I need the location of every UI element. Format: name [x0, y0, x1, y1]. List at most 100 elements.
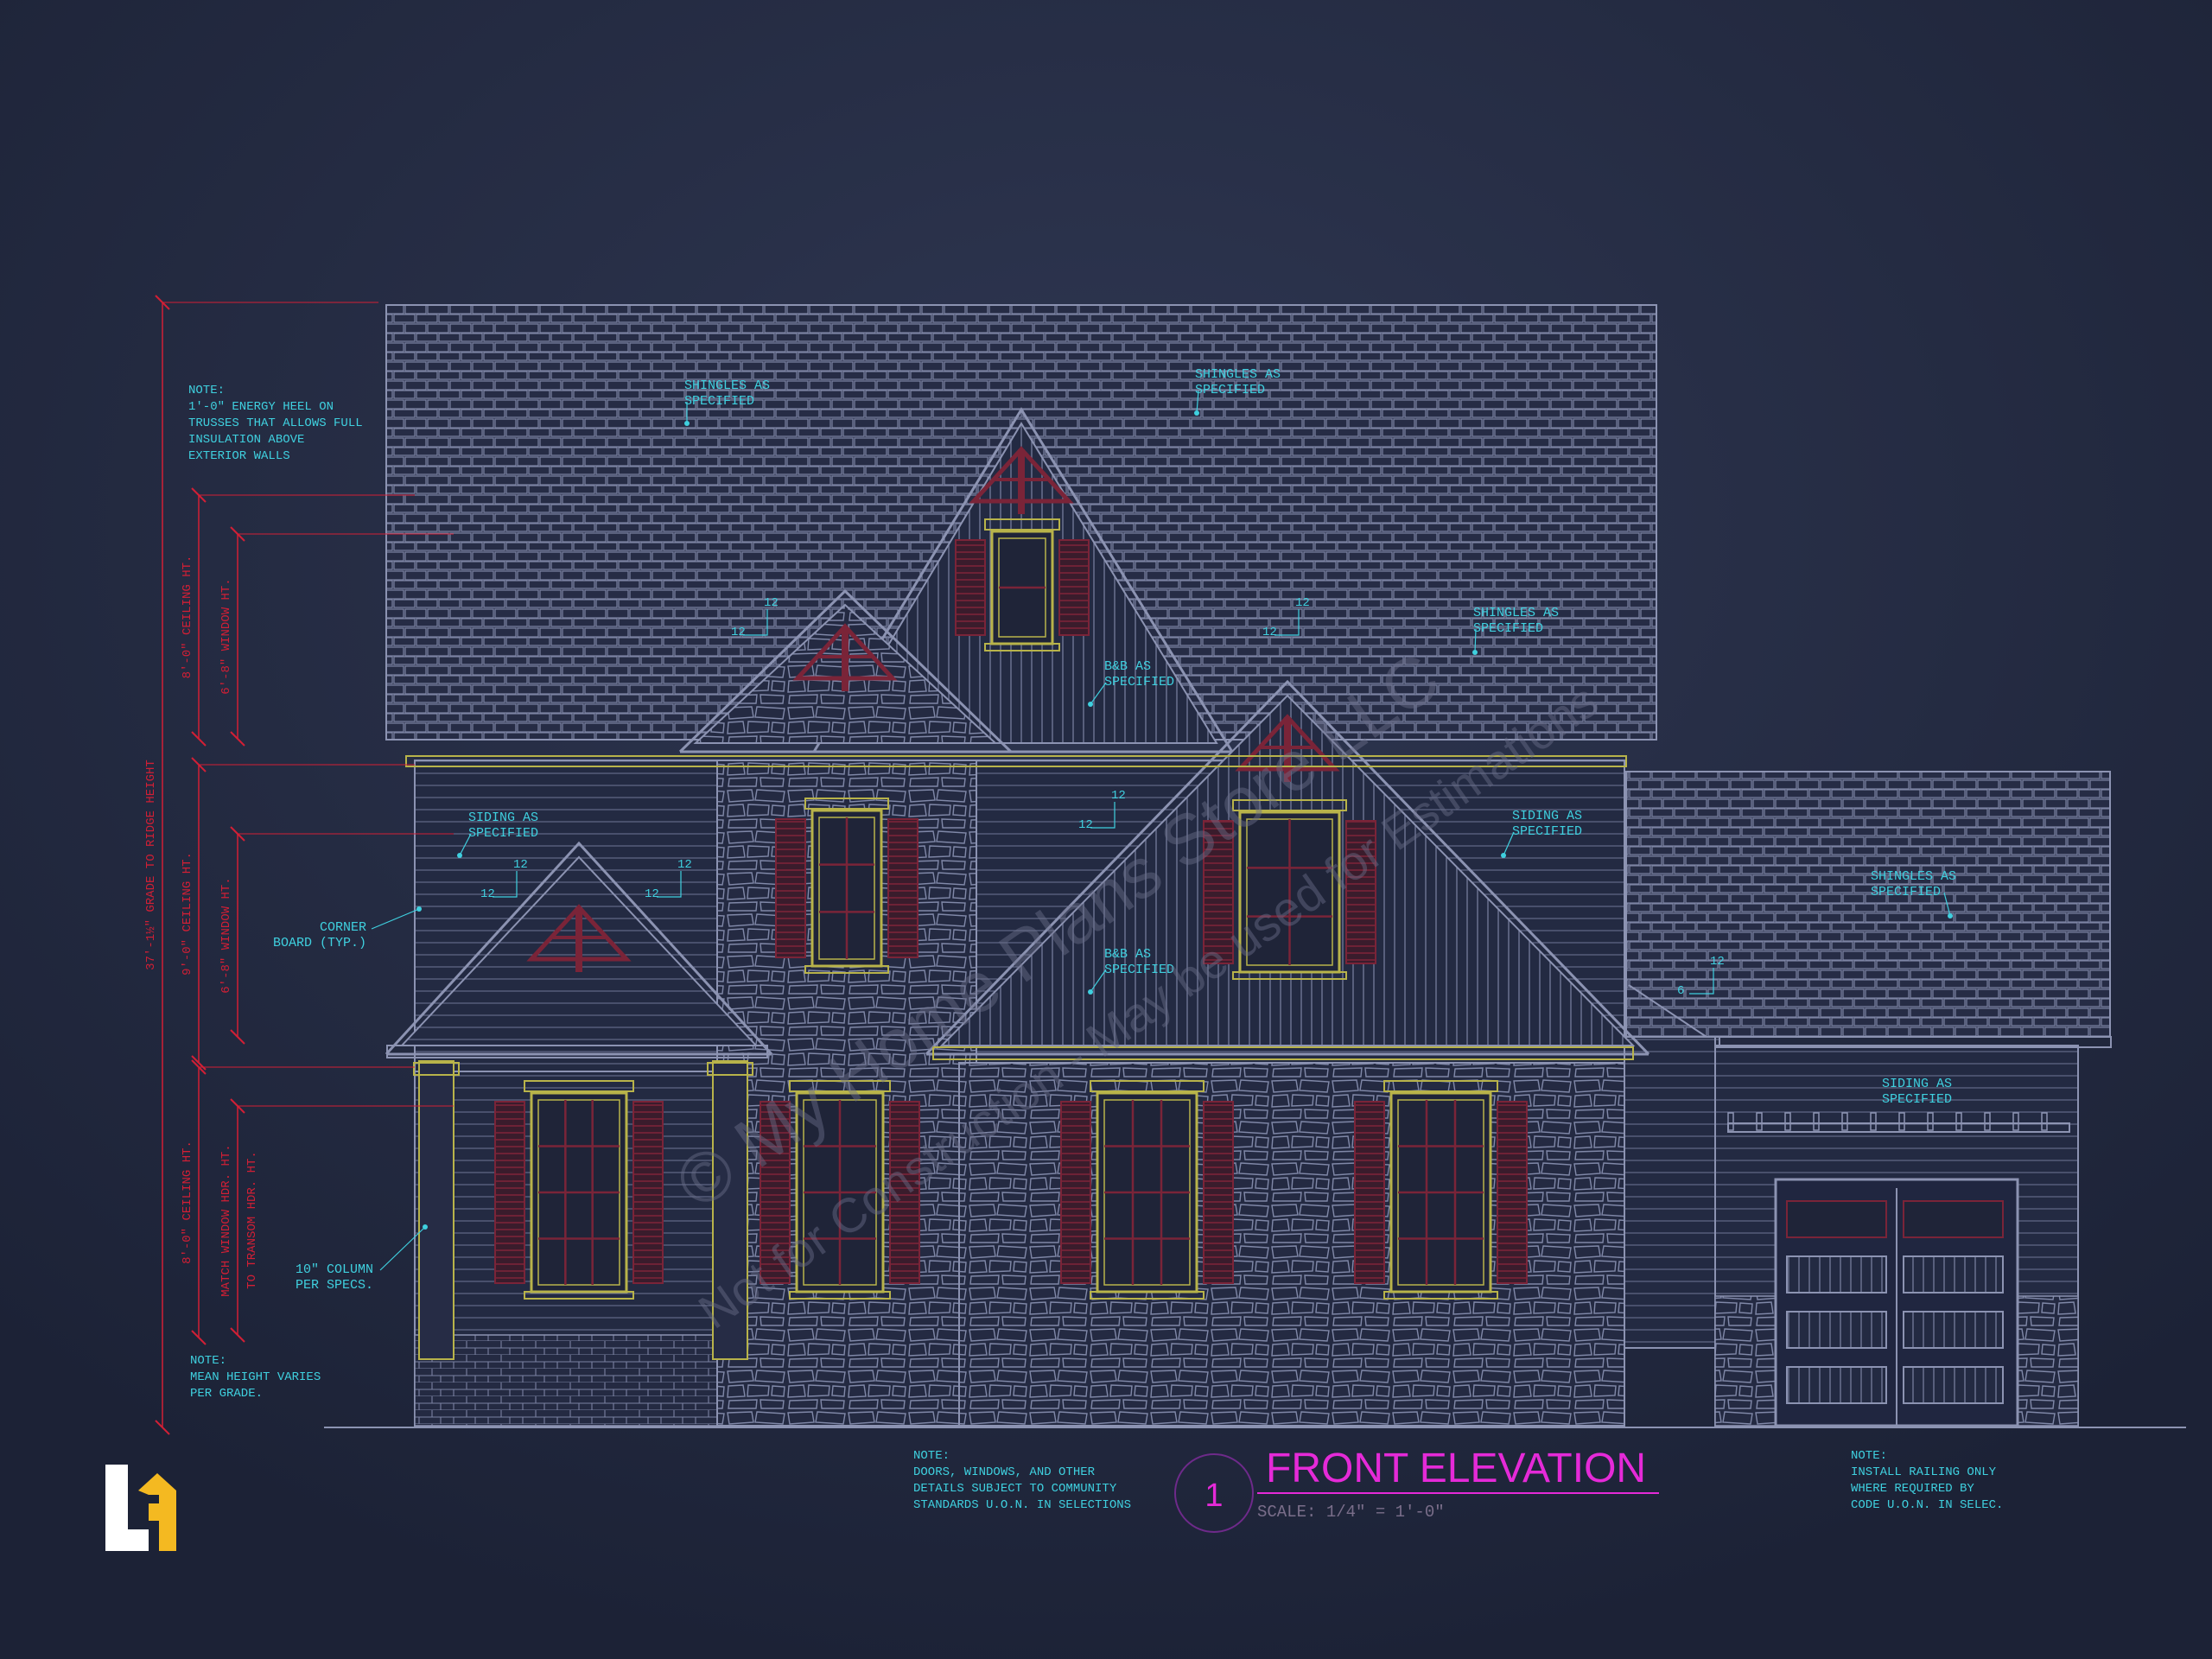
pergola-rafter-tail [1870, 1112, 1877, 1131]
pergola-rafter-tail [1784, 1112, 1791, 1131]
callout-siding-left-line: SPECIFIED [468, 826, 538, 841]
attic-window-sill [984, 643, 1060, 652]
tower-lower-window-sill [789, 1291, 891, 1300]
right-gable-window [1203, 799, 1376, 980]
porch-column-1 [418, 1060, 454, 1360]
callout-corner-board-line: CORNER [320, 920, 366, 935]
callout-column-line: PER SPECS. [296, 1278, 373, 1293]
right-gable-window-sill [1232, 971, 1347, 980]
garage-door-panel [1903, 1311, 2004, 1349]
main-window-right-header [1383, 1080, 1498, 1092]
callout-dot [1948, 913, 1953, 918]
brand-logo-icon [105, 1465, 176, 1551]
main-window-left-shutter [1203, 1101, 1234, 1284]
garage-door-panel [1903, 1200, 2004, 1238]
garage-door-panel [1903, 1255, 2004, 1294]
note-doors-windows-line: NOTE: [913, 1449, 950, 1463]
main-window-left-shutter [1060, 1101, 1091, 1284]
recessed-wall [1624, 1036, 1720, 1349]
callout-leader [459, 833, 472, 856]
tower-upper-window-shutter [775, 818, 806, 958]
callout-siding-left-line: SIDING AS [468, 810, 538, 825]
callout-dot [1501, 853, 1506, 858]
tower-lower-window-header [789, 1080, 891, 1092]
pergola-rafter-tail [1727, 1112, 1734, 1131]
dimension-tick [230, 731, 245, 747]
porch-window-shutter [494, 1101, 525, 1284]
callout-bb-lower-line: B&B AS [1104, 947, 1151, 962]
pitch-cross-gable-run: 12 [1078, 818, 1093, 832]
note-railing-line: INSTALL RAILING ONLY [1851, 1465, 1997, 1479]
callout-leader [1196, 390, 1199, 414]
garage-door-panel [1786, 1311, 1887, 1349]
pitch-tower-left-rise: 12 [764, 596, 779, 610]
callout-siding-right-line: SIDING AS [1512, 809, 1582, 823]
center-upper-gable-fascia [812, 407, 1234, 753]
title-number-circle [1174, 1453, 1254, 1533]
dim-window-upper-label: 6'-8" WINDOW HT. [219, 578, 233, 694]
note-railing-line: NOTE: [1851, 1449, 1887, 1463]
pergola-rafter-tail [1955, 1112, 1962, 1131]
pitch-garage: 126 [1677, 955, 1725, 998]
callout-leader [379, 1226, 426, 1271]
pergola-rafter-tail [1813, 1112, 1820, 1131]
pitch-porch-left-triangle [493, 871, 518, 898]
tower-lower-window [760, 1080, 920, 1300]
right-gable-bracket [1235, 714, 1340, 782]
garage-door-panel [1903, 1366, 2004, 1404]
callout-dot [1472, 650, 1478, 655]
main-window-right [1354, 1080, 1528, 1300]
porch-column-cap [707, 1062, 753, 1076]
garage-door-panel [1786, 1366, 1887, 1404]
pitch-porch-right-rise: 12 [677, 858, 692, 872]
title-text: FRONT ELEVATION [1266, 1446, 1646, 1491]
pergola-rafter-tail [1898, 1112, 1905, 1131]
porch-beam [386, 1045, 768, 1058]
callout-dot [416, 906, 422, 912]
note-energy-heel-line: TRUSSES THAT ALLOWS FULL [188, 416, 363, 430]
garage-door [1774, 1178, 2019, 1427]
note-doors-windows-line: DOORS, WINDOWS, AND OTHER [913, 1465, 1096, 1479]
right-gable-window-header [1232, 799, 1347, 811]
main-window-right-shutter [1497, 1101, 1528, 1284]
note-doors-windows-line: DETAILS SUBJECT TO COMMUNITY [913, 1482, 1117, 1496]
callout-leader [1943, 892, 1951, 917]
pitch-porch-right-triangle [657, 871, 682, 898]
callout-shingles-center-line: SHINGLES AS [1195, 367, 1281, 382]
pitch-cross-gable-rise: 12 [1111, 789, 1126, 803]
callout-shingles-garage-line: SPECIFIED [1871, 885, 1941, 899]
dim-window-lower-label: MATCH WINDOW HDR. HT. [219, 1144, 233, 1296]
callout-shingles-left-line: SPECIFIED [684, 394, 754, 409]
porch-base [414, 1334, 761, 1427]
garage-roof-hip [1628, 984, 1707, 1038]
pitch-tower-left-triangle [743, 609, 768, 636]
pergola-rafter-tail [2012, 1112, 2019, 1131]
dim-overall-label: 37'-1½" GRADE TO RIDGE HEIGHT [144, 760, 158, 970]
pitch-cross-gable-triangle [1090, 802, 1116, 829]
house-elevation [324, 304, 2186, 1428]
callout-leader [371, 908, 420, 930]
garage-roof [1625, 771, 2111, 1038]
title-scale: SCALE: 1/4" = 1'-0" [1257, 1503, 1445, 1522]
porch-window-shutter [632, 1101, 664, 1284]
tower-upper-window-sill [804, 965, 889, 974]
pitch-garage-triangle [1689, 968, 1714, 995]
main-window-left-header [1090, 1080, 1205, 1092]
logo-left-part [105, 1465, 149, 1551]
garage-door-panel [1786, 1255, 1887, 1294]
dim-ceiling-upper-label: 8'-0" CEILING HT. [181, 556, 194, 679]
pitch-cross-gable: 12 12 [1078, 789, 1126, 832]
dim-ceiling-mid-label: 9'-0" CEILING HT. [181, 852, 194, 976]
pergola-rafter-tail [1984, 1112, 1991, 1131]
pitch-center-right-rise: 12 [1295, 596, 1310, 610]
callout-dot [1088, 702, 1093, 707]
right-gable-window-shutter [1203, 820, 1234, 964]
callout-shingles-right-line: SPECIFIED [1473, 621, 1543, 636]
dimension-tick [191, 1330, 207, 1345]
callout-shingles-right-line: SHINGLES AS [1473, 606, 1559, 620]
callout-siding-garage-line: SPECIFIED [1882, 1092, 1952, 1107]
